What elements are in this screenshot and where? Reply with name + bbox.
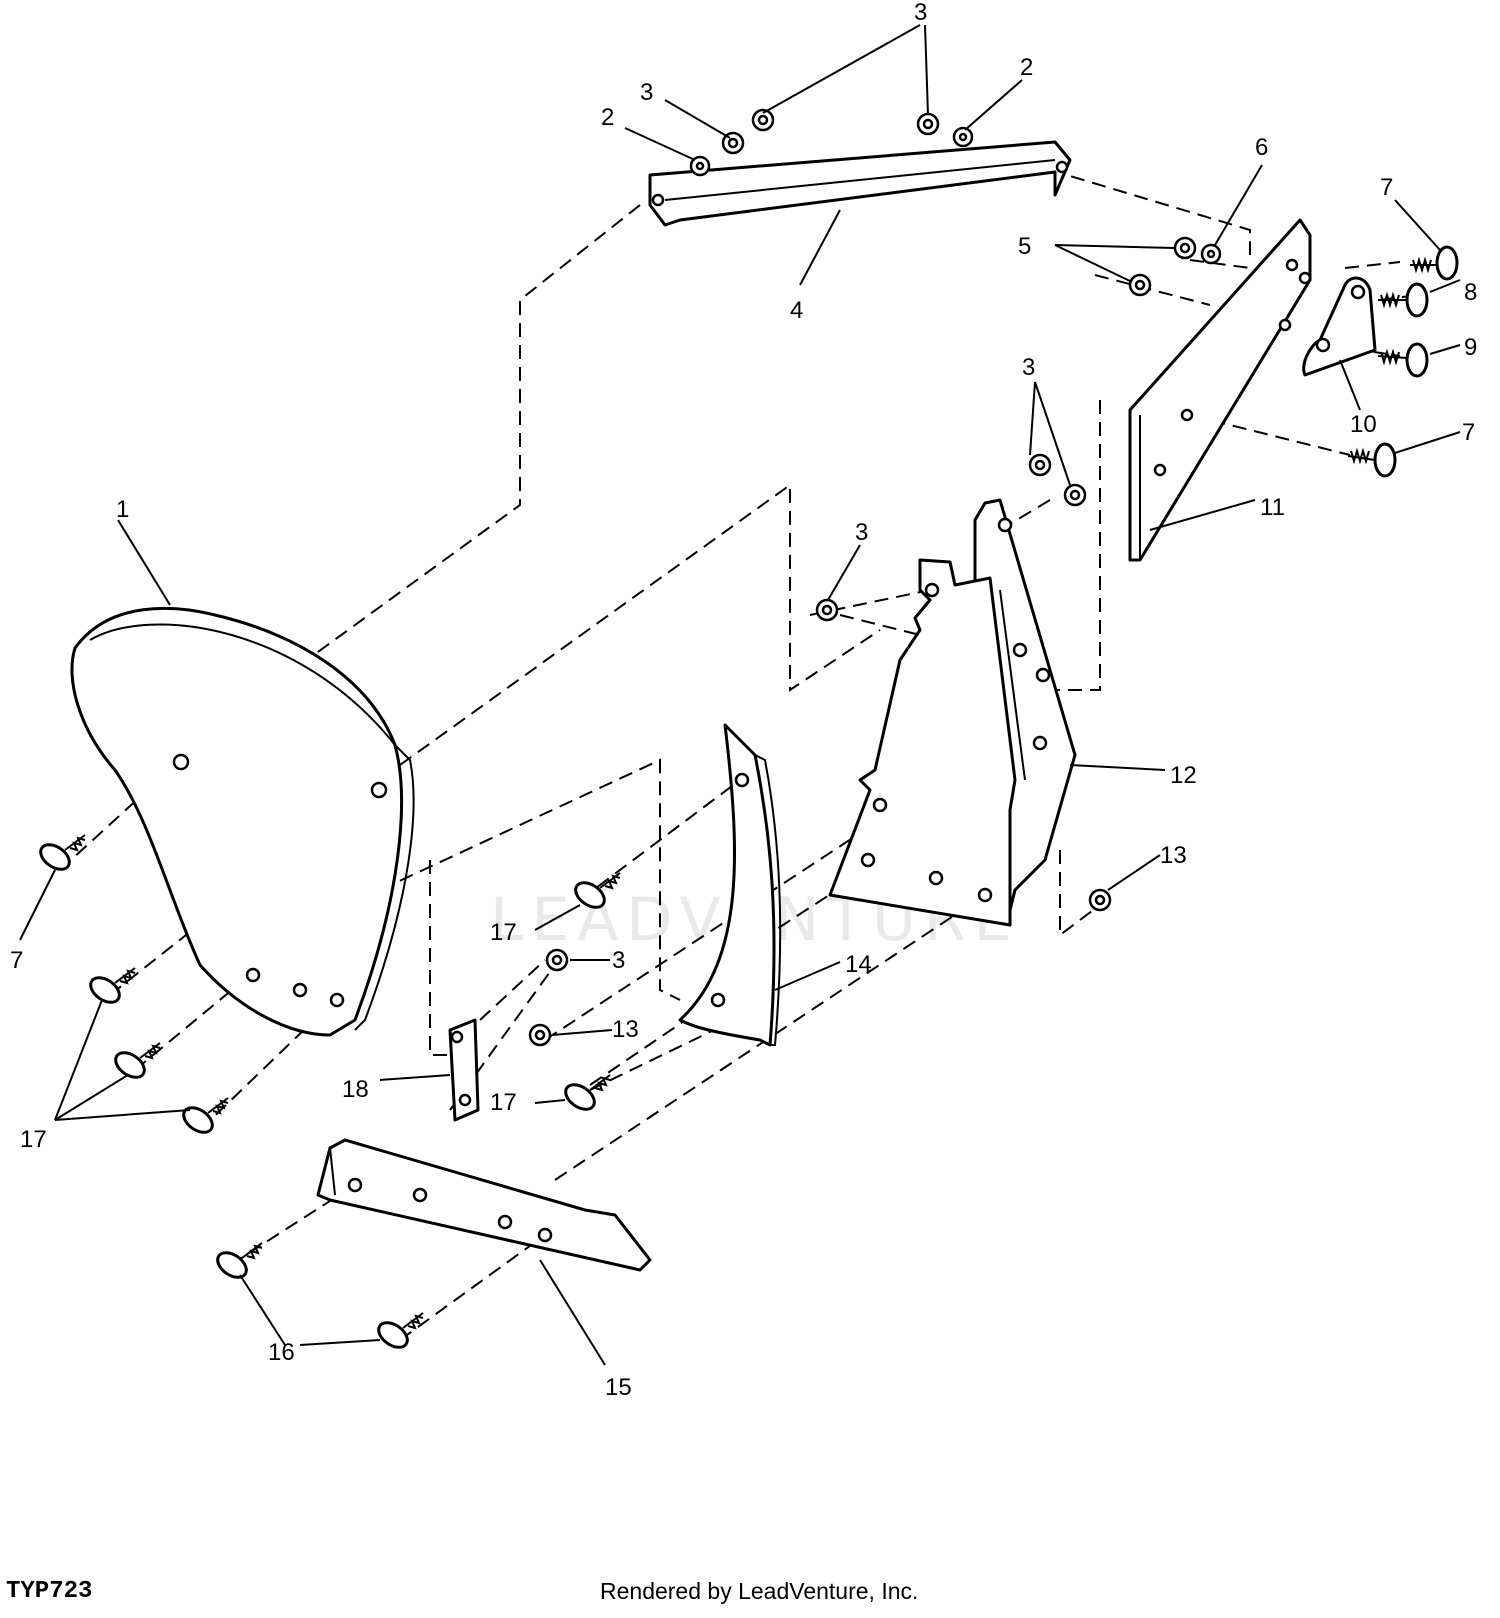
callout-8: 8 [1464,279,1477,306]
callout-12: 12 [1170,762,1197,789]
callout-10: 10 [1350,411,1377,438]
callout-7: 7 [1380,174,1393,201]
part-10-bracket [1302,276,1377,377]
callout-18: 18 [342,1076,369,1103]
part-4-brace [648,140,1072,227]
callout-17: 17 [490,919,517,946]
fasteners-bolts [39,245,1459,1349]
callout-5: 5 [1018,233,1031,260]
callout-13: 13 [612,1016,639,1043]
callout-4: 4 [790,297,803,324]
part-1-moldboard [70,606,415,1037]
callout-14: 14 [845,951,872,978]
callout-13: 13 [1160,842,1187,869]
callout-3: 3 [640,79,653,106]
part-14-shin [678,723,782,1047]
fasteners-nuts [528,108,1222,1047]
part-12-frog [828,498,1077,927]
callout-9: 9 [1464,334,1477,361]
callout-3: 3 [855,519,868,546]
callout-7: 7 [10,947,23,974]
part-18-strap [448,1018,480,1122]
callout-1: 1 [116,496,129,523]
callout-15: 15 [605,1374,632,1401]
callout-17: 17 [490,1089,517,1116]
callout-2: 2 [601,104,614,131]
callout-17: 17 [20,1126,47,1153]
callout-7: 7 [1462,419,1475,446]
figure-id: TYP723 [6,1578,93,1605]
callout-6: 6 [1255,134,1268,161]
callout-11: 11 [1260,494,1285,521]
callout-3: 3 [914,0,927,26]
part-11-landside [1128,218,1312,562]
callout-16: 16 [268,1339,295,1366]
callout-numbers: 1 2 2 3 3 3 3 3 3 4 5 6 7 7 7 8 9 10 11 … [10,0,1477,1401]
callout-2: 2 [1020,54,1033,81]
render-credit: Rendered by LeadVenture, Inc. [600,1578,919,1604]
part-15-share [316,1138,652,1272]
leader-lines [19,24,1461,1366]
callout-3: 3 [1022,354,1035,381]
callout-3: 3 [612,947,625,974]
